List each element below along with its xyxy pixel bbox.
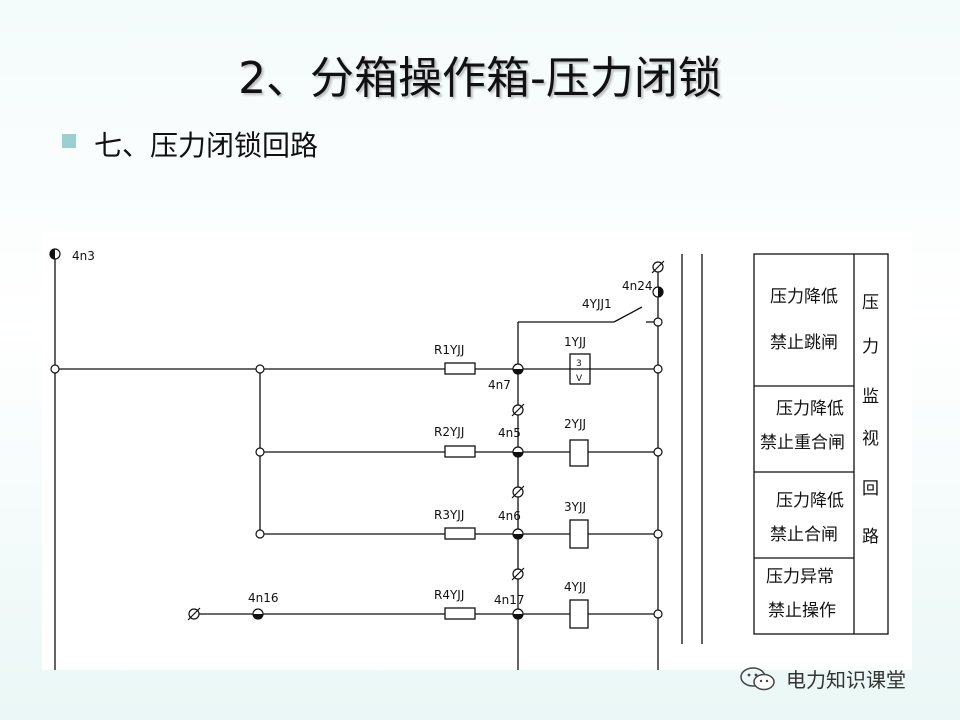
bullet-text: 七、压力闭锁回路: [94, 129, 319, 162]
terminal-label-4n7: 4n7: [488, 378, 511, 392]
side-label-char-3: 监: [862, 387, 879, 407]
slide-title: 2、分箱操作箱-压力闭锁: [238, 53, 722, 104]
terminal-label-4n17: 4n17: [494, 593, 525, 607]
circuit-diagram-svg: 4n3 4n24 4YJJ1 R1YJJ R2YJJ R3YJJ R4YJJ 1…: [49, 248, 889, 670]
terminal-label-4n16: 4n16: [248, 591, 279, 605]
function-2-line1: 压力降低: [776, 399, 844, 419]
circuit-diagram: 4n3 4n24 4YJJ1 R1YJJ R2YJJ R3YJJ R4YJJ 1…: [42, 232, 912, 670]
function-1-line1: 压力降低: [770, 287, 838, 307]
side-label-char-6: 路: [862, 527, 879, 547]
contact-label: 4YJJ1: [582, 297, 612, 311]
side-label-char-4: 视: [862, 429, 879, 449]
function-3-line1: 压力降低: [776, 491, 844, 511]
function-2-line2: 禁止重合闸: [760, 433, 845, 453]
function-1-line2: 禁止跳闸: [770, 333, 838, 353]
relay-label-4: 4YJJ: [564, 580, 586, 594]
resistor-label-2: R2YJJ: [434, 425, 464, 439]
side-label-char-2: 力: [862, 337, 879, 357]
resistor-label-4: R4YJJ: [434, 588, 464, 602]
terminal-label-4n5: 4n5: [498, 426, 521, 440]
relay-label-3: 3YJJ: [564, 500, 586, 514]
relay1-mark-top: 3: [576, 359, 582, 369]
terminal-label-4n24: 4n24: [622, 279, 653, 293]
resistor-label-3: R3YJJ: [434, 508, 464, 522]
relay1-mark-bottom: V: [576, 374, 583, 384]
terminal-label-4n3: 4n3: [72, 249, 95, 263]
side-label-char-1: 压: [862, 293, 879, 313]
relay-label-1: 1YJJ: [564, 335, 586, 349]
watermark-text: 电力知识课堂: [786, 668, 906, 692]
function-3-line2: 禁止合闸: [770, 525, 838, 545]
side-label-char-5: 回: [862, 479, 879, 499]
terminal-label-4n6: 4n6: [498, 509, 521, 523]
function-4-line1: 压力异常: [766, 567, 834, 587]
function-4-line2: 禁止操作: [768, 601, 836, 621]
resistor-label-1: R1YJJ: [434, 343, 464, 357]
wechat-icon: [740, 667, 775, 691]
relay-label-2: 2YJJ: [564, 417, 586, 431]
bullet-square-icon: [62, 134, 76, 148]
